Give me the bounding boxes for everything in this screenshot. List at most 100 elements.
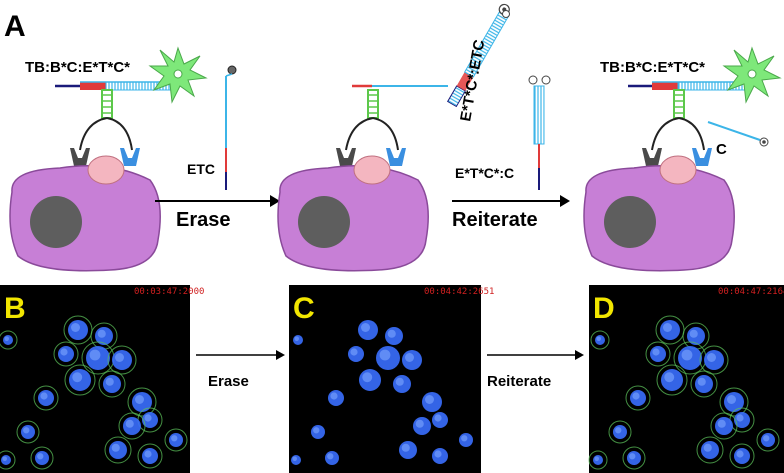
nucleus-highlight	[425, 395, 434, 404]
nucleus-highlight	[144, 414, 152, 422]
released-c-label: C	[716, 141, 727, 158]
nucleus-highlight	[415, 419, 424, 428]
membrane-ring	[690, 370, 718, 398]
nucleus-highlight	[2, 456, 7, 461]
nucleus-highlight	[736, 414, 744, 422]
membrane-ring	[699, 345, 729, 375]
micrograph-c: 00:04:42:2651 C	[289, 285, 494, 473]
nucleus-highlight	[707, 353, 716, 362]
nucleus-highlight	[681, 349, 693, 361]
membrane-ring	[64, 364, 96, 396]
nucleus-highlight	[89, 349, 101, 361]
membrane-ring	[164, 428, 188, 452]
stage-3: TB:B*C:E*T*C* C	[583, 47, 781, 272]
membrane-ring	[588, 450, 608, 470]
membrane-ring	[729, 443, 755, 469]
nucleus-highlight	[60, 348, 68, 356]
timestamp-b: 00:03:47:2000	[134, 287, 204, 297]
nucleus-highlight	[689, 329, 698, 338]
probe-label-right: TB:B*C:E*T*C*	[600, 59, 705, 76]
nucleus-highlight	[434, 414, 442, 422]
membrane-ring	[33, 385, 59, 411]
released-duplex	[446, 3, 510, 108]
nucleus	[30, 196, 82, 248]
reiterate-arrow-bottom: Reiterate	[487, 350, 584, 390]
membrane-ring	[645, 341, 671, 367]
nucleus-highlight	[664, 372, 675, 383]
nucleus-highlight	[105, 377, 114, 386]
nucleus-highlight	[663, 323, 672, 332]
reiterate-label-bottom: Reiterate	[487, 373, 551, 390]
antibody-blue-icon	[120, 148, 140, 166]
membrane-ring	[590, 330, 610, 350]
nucleus-highlight	[292, 456, 297, 461]
nucleus-highlight	[125, 419, 134, 428]
reiterate-arrow: Reiterate	[452, 195, 570, 231]
nucleus-highlight	[379, 349, 391, 361]
membrane-ring	[656, 364, 688, 396]
nucleus-highlight	[727, 395, 736, 404]
nucleus-highlight	[361, 323, 370, 332]
membrane-ring	[710, 412, 738, 440]
nucleus-highlight	[596, 336, 601, 341]
receptor-icon	[659, 155, 697, 185]
membrane-ring	[696, 436, 724, 464]
nucleus-highlight	[697, 377, 706, 386]
antibody-dark-icon	[70, 148, 90, 166]
nucleus-highlight	[362, 372, 373, 383]
nucleus-highlight	[40, 392, 48, 400]
membrane-ring	[30, 446, 54, 470]
membrane-ring	[625, 385, 651, 411]
timestamp-c: 00:04:42:2651	[424, 287, 494, 297]
membrane-ring	[118, 412, 146, 440]
antibody-dark-icon	[336, 148, 356, 166]
strand-reiterate-label: E*T*C*:C	[455, 165, 514, 181]
membrane-ring	[0, 330, 18, 350]
nucleus-highlight	[72, 372, 83, 383]
antibody-blue-icon	[386, 148, 406, 166]
antibody-blue-icon	[692, 148, 712, 166]
erase-label-bottom: Erase	[208, 373, 249, 390]
membrane-ring	[107, 345, 137, 375]
erase-label-top: Erase	[176, 209, 231, 231]
nucleus-highlight	[294, 336, 299, 341]
nucleus-highlight	[37, 453, 44, 460]
nucleus-highlight	[763, 435, 770, 442]
nucleus-highlight	[111, 443, 120, 452]
nucleus-highlight	[401, 443, 410, 452]
nucleus-highlight	[395, 377, 404, 386]
membrane-ring	[608, 420, 632, 444]
erase-arrow-bottom: Erase	[196, 350, 285, 390]
nucleus-highlight	[703, 443, 712, 452]
membrane-ring	[622, 446, 646, 470]
nucleus-highlight	[632, 392, 640, 400]
membrane-ring	[0, 450, 16, 470]
membrane-ring	[756, 428, 780, 452]
nucleus-highlight	[461, 435, 468, 442]
nucleus-highlight	[615, 427, 622, 434]
nucleus-highlight	[23, 427, 30, 434]
receptor-icon	[353, 155, 391, 185]
nucleus-highlight	[4, 336, 9, 341]
nucleus-highlight	[387, 329, 396, 338]
reiterate-label-top: Reiterate	[452, 209, 538, 231]
nucleus-highlight	[629, 453, 636, 460]
nucleus-highlight	[594, 456, 599, 461]
nucleus-highlight	[144, 450, 152, 458]
antibody-dark-icon	[642, 148, 662, 166]
nucleus-highlight	[736, 450, 744, 458]
erase-arrow: Erase	[155, 195, 280, 231]
nucleus-highlight	[330, 392, 338, 400]
membrane-ring	[16, 420, 40, 444]
panel-letter-c: C	[293, 292, 315, 325]
micrograph-d: 00:04:47:2164 D	[588, 285, 784, 473]
strand-etc-label: ETC	[187, 161, 215, 177]
nucleus-highlight	[313, 427, 320, 434]
nucleus-highlight	[350, 348, 358, 356]
nucleus	[298, 196, 350, 248]
nucleus-highlight	[135, 395, 144, 404]
micrograph-b: 00:03:47:2000 B	[0, 285, 204, 473]
panel-letter-a: A	[4, 10, 26, 43]
membrane-ring	[53, 341, 79, 367]
nucleus-highlight	[652, 348, 660, 356]
